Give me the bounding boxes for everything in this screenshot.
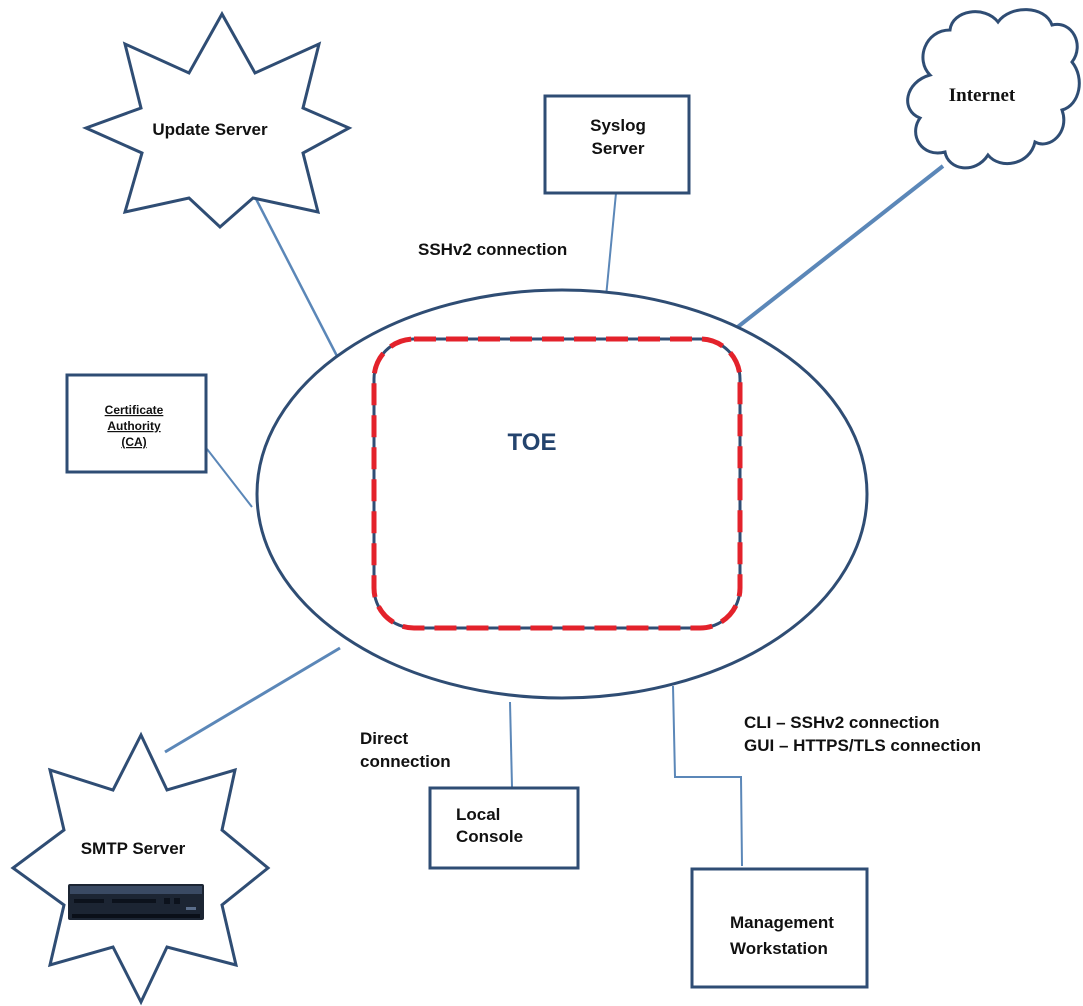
update-server-star (82, 10, 353, 230)
certificate-authority-label-line-2: Authority (107, 419, 161, 433)
local-console-node: Local Console (428, 786, 580, 870)
local-console-box (428, 786, 580, 870)
line-update-server (253, 196, 340, 359)
management-workstation-box (690, 867, 869, 989)
certificate-authority-box (65, 373, 208, 474)
line-certificate-authority (206, 448, 253, 508)
connector-lines (164, 164, 945, 867)
syslog-server-box (543, 94, 691, 195)
smtp-server-label: SMTP Server (81, 839, 186, 858)
gui-connection-label: GUI – HTTPS/TLS connection (744, 736, 981, 755)
line-internet (728, 164, 945, 335)
line-smtp-server (164, 646, 341, 754)
update-server-node: Update Server (82, 10, 353, 230)
internet-cloud (906, 8, 1081, 170)
router-device-icon (68, 884, 204, 920)
management-workstation-node: Management Workstation (690, 867, 869, 989)
update-server-label: Update Server (152, 120, 268, 139)
cli-connection-label: CLI – SSHv2 connection (744, 713, 940, 732)
direct-connection-label-line-1: Direct (360, 729, 409, 748)
certificate-authority-node: Certificate Authority (CA) (65, 373, 208, 474)
local-console-label-line-1: Local (456, 805, 500, 824)
toe-label: TOE (508, 429, 557, 456)
internet-label: Internet (949, 85, 1016, 106)
sshv2-connection-label: SSHv2 connection (418, 240, 567, 259)
direct-connection-label-line-2: connection (360, 752, 451, 771)
management-workstation-label-line-1: Management (730, 913, 834, 932)
certificate-authority-label-line-3: (CA) (121, 435, 146, 449)
smtp-server-node: SMTP Server (10, 731, 271, 1006)
toe-box (372, 337, 742, 630)
line-syslog-server (605, 192, 617, 298)
internet-node: Internet (906, 8, 1081, 170)
management-workstation-label-line-2: Workstation (730, 939, 828, 958)
syslog-server-node: Syslog Server (543, 94, 691, 195)
smtp-server-star (10, 731, 271, 1006)
local-console-label-line-2: Console (456, 827, 523, 846)
line-management-workstation (672, 685, 743, 867)
syslog-server-label-line-1: Syslog (590, 116, 646, 135)
line-local-console (509, 701, 513, 788)
syslog-server-label-line-2: Server (592, 139, 645, 158)
certificate-authority-label-line-1: Certificate (105, 403, 164, 417)
toe-boundary (371, 336, 743, 631)
